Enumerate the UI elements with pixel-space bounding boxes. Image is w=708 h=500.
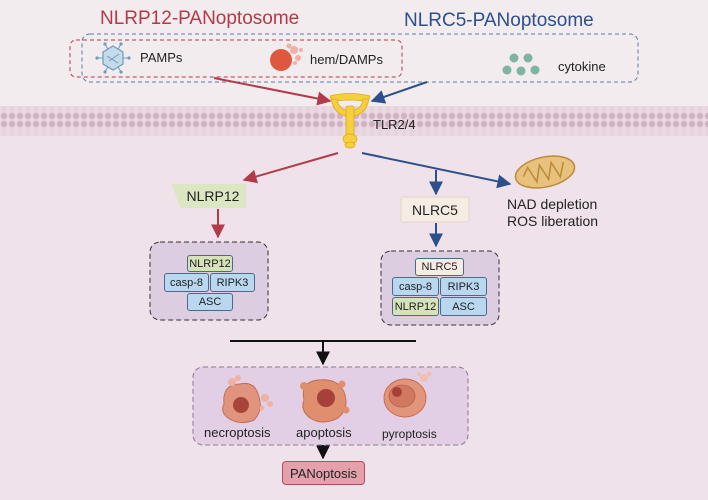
necroptosis-label: necroptosis [204, 425, 271, 440]
arrow-tlr-to-mito [361, 152, 512, 189]
panoptosis-outcome: PANoptosis [282, 461, 365, 485]
nlrc5-panoptosome-title: NLRC5-PANoptosome [404, 10, 594, 31]
complex-right-nlrp12: NLRP12 [392, 297, 439, 316]
nad-depletion-label: NAD depletion [507, 196, 598, 212]
apoptotic-cell-icon [300, 379, 350, 423]
ros-liberation-label: ROS liberation [507, 213, 599, 229]
nlrc5-sensor-shape [400, 196, 470, 223]
heme-particle-icon [270, 43, 303, 71]
nlrc5-sensor-label: NLRC5 [412, 201, 458, 218]
complex-left-ripk3: RIPK3 [210, 273, 255, 292]
arrow-ligand-to-tlr-red [213, 77, 332, 106]
complex-right-nlrc5: NLRC5 [415, 258, 464, 276]
arrow-ligand-to-tlr-blue [370, 81, 428, 104]
ligand-outer-box [81, 33, 639, 83]
mitochondrion-icon [514, 155, 576, 189]
complex-left-nlrp12: NLRP12 [187, 255, 233, 272]
complex-right-asc: ASC [440, 297, 487, 316]
complex-right-ripk3: RIPK3 [440, 277, 487, 296]
complex-left-casp8: casp-8 [164, 273, 209, 292]
pamps-label: PAMPs [140, 50, 183, 65]
tlr-receptor-icon [329, 93, 371, 149]
nlrp12-sensor-shape [172, 184, 246, 208]
cytokine-dots-icon [502, 53, 540, 76]
hem-damps-label: hem/DAMPs [310, 52, 383, 67]
tlr-label: TLR2/4 [373, 117, 416, 132]
nlrp12-sensor-label: NLRP12 [186, 188, 240, 204]
cytokine-label: cytokine [558, 59, 606, 74]
pyroptotic-cell-icon [383, 371, 432, 418]
nlrp12-panoptosome-title: NLRP12-PANoptosome [100, 8, 300, 29]
necroptotic-cell-icon [222, 375, 273, 424]
complex-left-asc: ASC [187, 293, 233, 311]
complex-right-casp8: casp-8 [392, 277, 439, 296]
pyroptosis-label: pyroptosis [382, 427, 437, 441]
nlrp12-panoptosome-box [149, 241, 269, 321]
arrow-tlr-to-nlrp12 [242, 152, 339, 184]
virus-icon [95, 42, 131, 74]
apoptosis-label: apoptosis [296, 425, 352, 440]
